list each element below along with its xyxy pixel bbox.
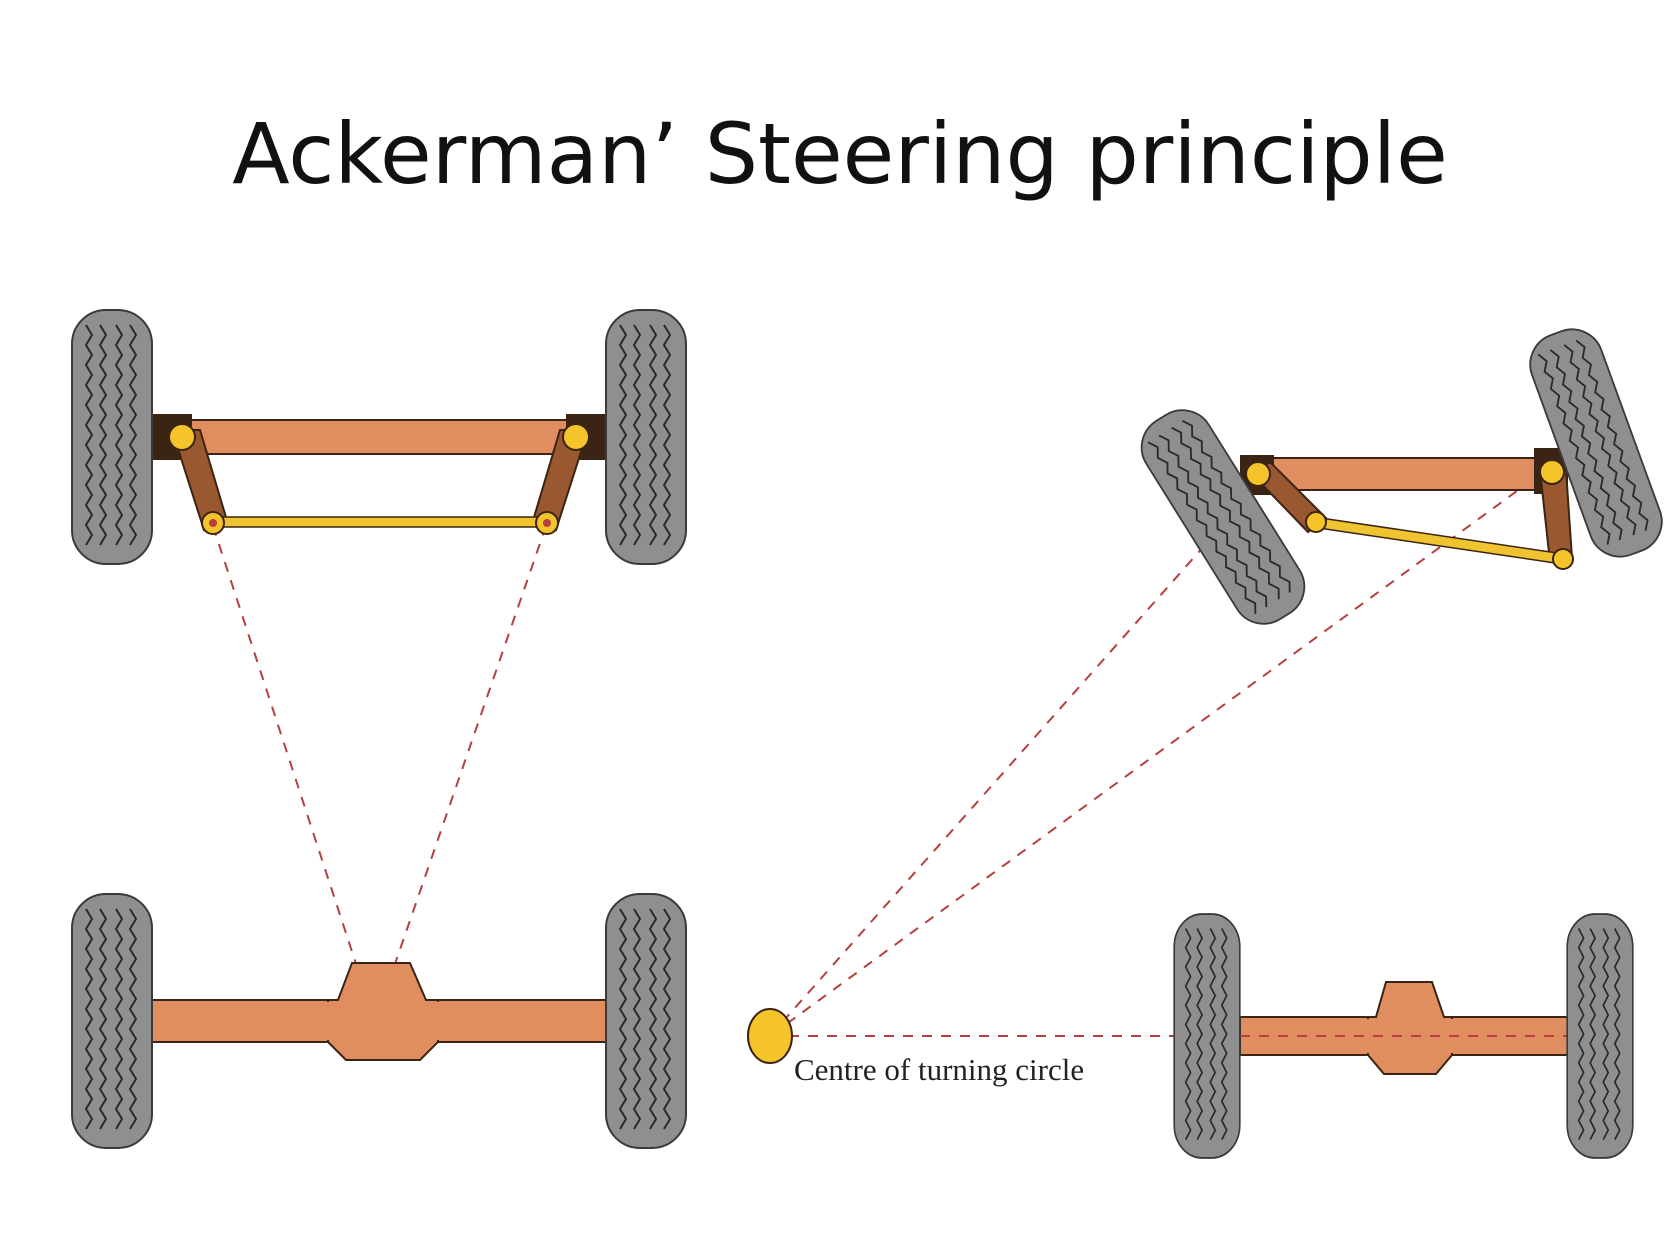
pivot-icon <box>1245 461 1271 487</box>
pivot-icon <box>562 423 590 451</box>
guide-line-left <box>212 525 376 1023</box>
tie-rod <box>1311 516 1565 565</box>
tyre-icon <box>1173 913 1241 1159</box>
guide-line-inner-wheel <box>769 544 1206 1037</box>
guide-line-outer-wheel <box>769 479 1533 1037</box>
pivot-icon <box>1539 459 1565 485</box>
tyre-icon <box>1566 913 1634 1159</box>
pivot-icon <box>1552 548 1574 570</box>
centre-of-turning-circle-label: Centre of turning circle <box>794 1052 1084 1087</box>
front-axle-beam <box>149 419 609 455</box>
turning-steering-group: Centre of turning circle <box>747 319 1672 1159</box>
tyre-icon <box>71 893 153 1149</box>
tyre-icon <box>605 309 687 565</box>
tyre-icon <box>605 893 687 1149</box>
tyre-icon <box>1520 319 1672 567</box>
tie-rod <box>211 516 549 528</box>
pivot-icon <box>1305 511 1327 533</box>
tyre-icon <box>71 309 153 565</box>
centre-point-icon <box>747 1008 793 1064</box>
straight-steering-group <box>71 309 687 1149</box>
guide-line-right <box>374 525 547 1023</box>
pivot-icon <box>168 423 196 451</box>
slide-title: Ackerman’ Steering principle <box>232 105 1448 203</box>
tyre-icon <box>1128 397 1318 637</box>
